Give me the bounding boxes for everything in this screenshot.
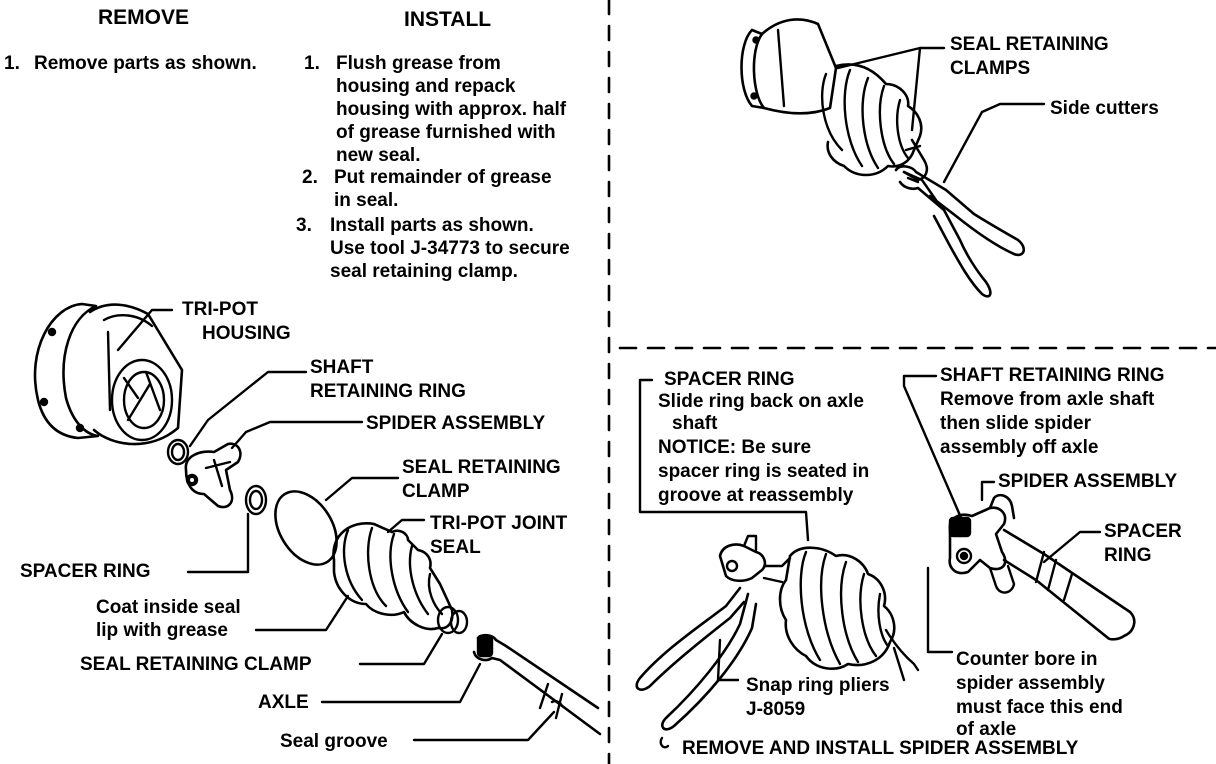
label-spacer-ring: SPACER RING [20,561,151,582]
tripot-housing-drawing [33,302,184,446]
label-axle: AXLE [258,692,309,713]
label-coat-seal-1: Coat inside seal [96,597,241,618]
leader-br-spider [980,480,996,502]
label-br-counter-bore-4: of axle [956,719,1017,740]
spacer-ring-drawing [244,484,268,516]
label-br-shaft-ring-l2: Remove from axle shaft [940,389,1155,410]
label-br-notice-l2: spacer ring is seated in [658,461,870,482]
label-seal-clamp-1: SEAL RETAINING [402,457,561,478]
seal-clamp-ring-drawing [274,490,338,566]
leader-br-spacer-ring [638,378,810,542]
install-step-1: 1. Flush grease from housing and repack … [304,53,567,166]
leader-clamps-2 [910,46,922,132]
caption-spider-assembly: REMOVE AND INSTALL SPIDER ASSEMBLY [682,738,1079,759]
axle-drawing [472,633,602,736]
leader-axle [320,662,482,704]
label-joint-seal-2: SEAL [430,537,481,558]
leader-coat-seal [254,594,350,632]
label-clamps-2: CLAMPS [950,58,1031,79]
label-tripot-housing-2: HOUSING [202,323,291,344]
snap-ring-pliers-drawing [635,534,767,749]
leader-seal-clamp-2 [358,632,444,666]
bottom-right-spider-drawing [948,493,1136,641]
leader-side-cutters [942,102,1046,184]
heading-install: INSTALL [404,8,492,31]
spider-assembly-drawing [184,442,242,509]
leader-spacer-ring [186,512,250,574]
label-seal-groove: Seal groove [280,731,388,752]
label-br-notice-l3: groove at reassembly [658,485,854,506]
leader-br-counter-bore [926,566,954,654]
leader-tripot-housing [116,308,174,352]
label-br-spacer-ring-l2: Slide ring back on axle [658,391,864,412]
label-br-shaft-ring-l4: assembly off axle [940,437,1099,458]
label-br-pliers-2: J-8059 [746,699,806,720]
tripot-joint-seal-drawing [332,522,469,635]
leader-clamps-1 [836,46,946,70]
label-br-pliers-1: Snap ring pliers [746,675,890,696]
label-br-shaft-ring-l3: then slide spider [940,413,1091,434]
heading-remove: REMOVE [98,6,190,29]
label-br-spacer-ring-l3: shaft [672,413,718,434]
leader-br-pliers [716,638,740,682]
label-br-counter-bore-1: Counter bore in [956,649,1098,670]
label-br-spacer-1: SPACER [1104,521,1182,542]
shaft-retaining-ring-drawing [166,438,190,466]
install-step-2: 2. Put remainder of grease in seal. [302,167,552,211]
label-br-spider-assembly: SPIDER ASSEMBLY [998,471,1178,492]
label-shaft-ring-2: RETAINING RING [310,381,466,402]
label-br-spacer-2: RING [1104,545,1152,566]
leader-br-shaft-ring [902,374,964,522]
label-br-spacer-ring-title: SPACER RING [664,369,795,390]
label-clamps-1: SEAL RETAINING [950,34,1109,55]
top-right-assembly [740,18,1026,298]
leader-seal-groove [412,710,556,742]
leader-shaft-ring [188,370,308,448]
label-br-counter-bore-2: spider assembly [956,673,1105,694]
leader-br-spacer-ring-2 [1042,530,1102,564]
leader-seal-clamp [324,476,400,502]
leader-spider [230,420,364,450]
install-steps: 1. Flush grease from housing and repack … [304,52,566,167]
leader-joint-seal [386,518,426,534]
label-tripot-housing-1: TRI-POT [182,299,258,320]
label-side-cutters: Side cutters [1050,98,1159,119]
label-coat-seal-2: lip with grease [96,620,228,641]
label-br-notice-l1: NOTICE: Be sure [658,437,812,458]
label-seal-clamp-bottom: SEAL RETAINING CLAMP [80,654,312,675]
label-seal-clamp-2: CLAMP [402,481,470,502]
label-br-shaft-ring-title: SHAFT RETAINING RING [940,365,1165,386]
label-joint-seal-1: TRI-POT JOINT [430,513,568,534]
remove-step-1: 1.Remove parts as shown. [4,53,257,74]
bottom-right-seal-drawing [762,546,920,682]
install-step-3: 3. Install parts as shown. Use tool J-34… [296,215,570,282]
label-shaft-ring-1: SHAFT [310,357,374,378]
label-br-counter-bore-3: must face this end [956,697,1123,718]
remove-steps: 1.Remove parts as shown. [4,52,257,75]
label-spider-assembly: SPIDER ASSEMBLY [366,413,546,434]
